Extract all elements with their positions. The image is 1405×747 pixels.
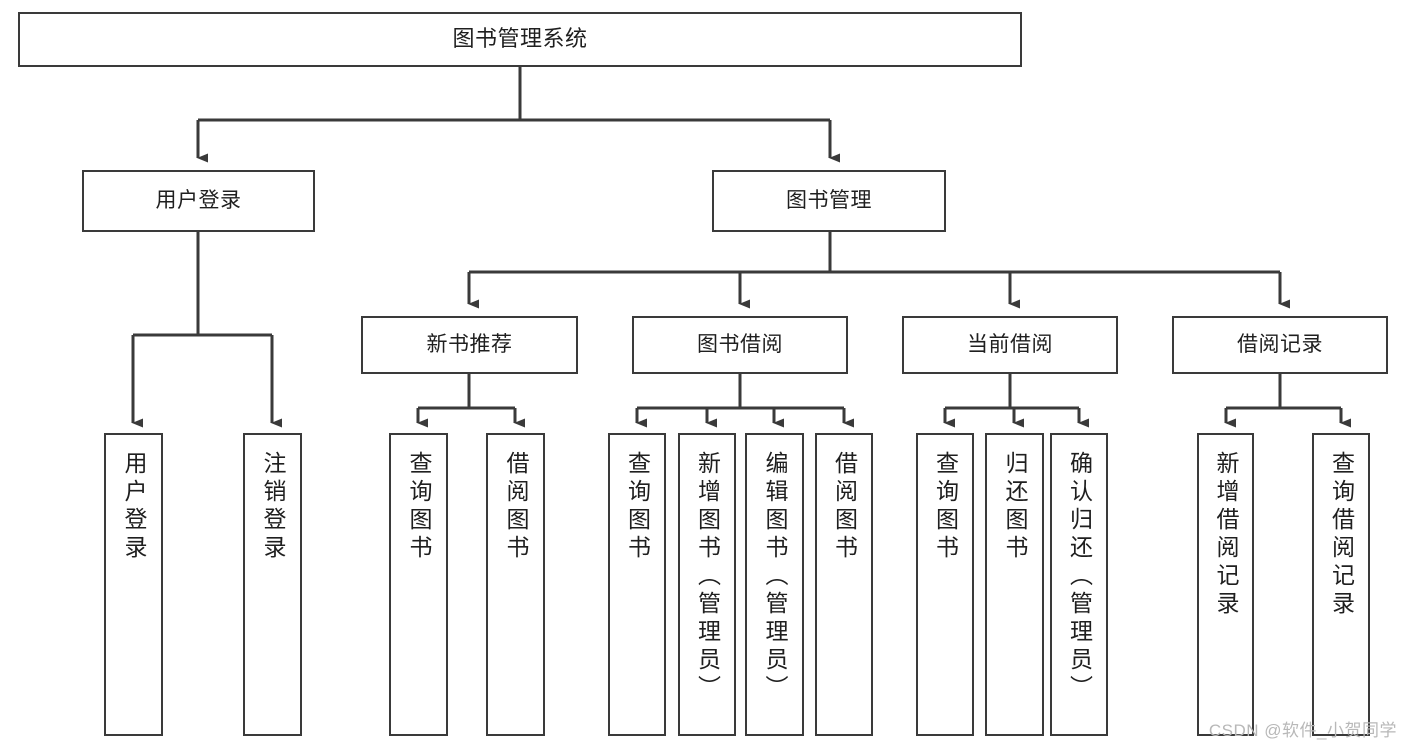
leaf-current-confirm-return-admin[interactable]: 确认归还（管理员） xyxy=(1050,433,1108,736)
leaf-record-query-record[interactable]: 查询借阅记录 xyxy=(1312,433,1370,736)
node-label: 查询借阅记录 xyxy=(1328,451,1355,619)
leaf-record-add-record[interactable]: 新增借阅记录 xyxy=(1197,433,1254,736)
leaf-borrow-add-book-admin[interactable]: 新增图书（管理员） xyxy=(678,433,736,736)
node-label: 借阅图书 xyxy=(503,451,529,563)
node-label: 查询图书 xyxy=(406,451,432,563)
node-label: 新书推荐 xyxy=(426,332,513,356)
leaf-recommend-query-book[interactable]: 查询图书 xyxy=(389,433,448,736)
node-label: 新增图书（管理员） xyxy=(694,451,721,703)
leaf-user-login[interactable]: 用户登录 xyxy=(104,433,163,736)
node-label: 确认归还（管理员） xyxy=(1066,451,1093,703)
node-label: 新增借阅记录 xyxy=(1213,451,1239,619)
node-current-borrow[interactable]: 当前借阅 xyxy=(902,316,1118,374)
node-book-management[interactable]: 图书管理 xyxy=(712,170,946,232)
node-root-system[interactable]: 图书管理系统 xyxy=(18,12,1022,67)
node-user-login[interactable]: 用户登录 xyxy=(82,170,315,232)
node-label: 注销登录 xyxy=(260,451,286,563)
node-label: 用户登录 xyxy=(155,188,242,212)
leaf-borrow-edit-book-admin[interactable]: 编辑图书（管理员） xyxy=(745,433,804,736)
node-label: 当前借阅 xyxy=(967,332,1053,356)
node-label: 查询图书 xyxy=(624,451,651,563)
node-label: 归还图书 xyxy=(1002,451,1028,563)
node-label: 查询图书 xyxy=(932,451,959,563)
leaf-current-query-book[interactable]: 查询图书 xyxy=(916,433,974,736)
leaf-current-return-book[interactable]: 归还图书 xyxy=(985,433,1044,736)
node-label: 图书管理系统 xyxy=(452,26,588,52)
node-label: 图书借阅 xyxy=(697,332,783,356)
leaf-recommend-borrow-book[interactable]: 借阅图书 xyxy=(486,433,545,736)
node-label: 借阅图书 xyxy=(831,451,858,563)
node-label: 编辑图书（管理员） xyxy=(762,451,788,703)
leaf-borrow-query-book[interactable]: 查询图书 xyxy=(608,433,666,736)
node-new-book-recommend[interactable]: 新书推荐 xyxy=(361,316,578,374)
node-label: 图书管理 xyxy=(786,188,872,212)
node-book-borrow[interactable]: 图书借阅 xyxy=(632,316,848,374)
node-label: 借阅记录 xyxy=(1237,332,1323,356)
leaf-borrow-borrow-book[interactable]: 借阅图书 xyxy=(815,433,873,736)
leaf-user-logout[interactable]: 注销登录 xyxy=(243,433,302,736)
node-label: 用户登录 xyxy=(121,451,147,563)
watermark: CSDN @软件_小贺同学 xyxy=(1208,721,1397,740)
node-borrow-record[interactable]: 借阅记录 xyxy=(1172,316,1388,374)
